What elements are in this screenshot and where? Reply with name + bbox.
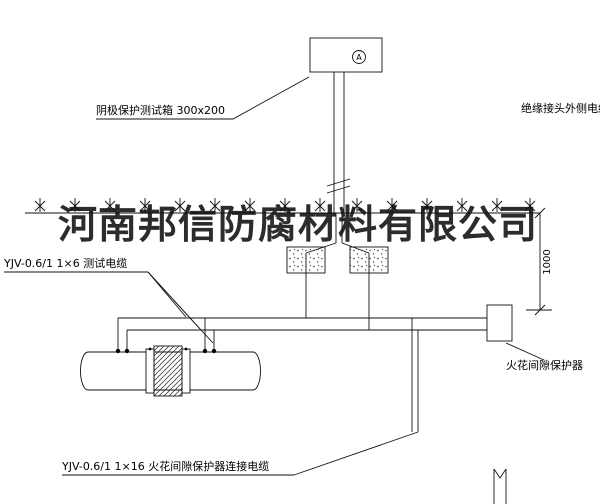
test-box-label: 阴极保护测试箱 300x200 [96,103,225,117]
leader-test-cable [4,271,214,344]
dimension-value: 1000 [542,249,553,274]
outer-cable-label: 绝缘接头外侧电缆 [521,101,600,115]
test-box [309,37,383,73]
spark-gap-protector [486,304,513,342]
connection-cable-label: YJV-0.6/1 1×16 火花间隙保护器连接电缆 [61,459,269,473]
dimension-line [526,207,552,316]
break-mark [326,185,351,194]
test-post [326,72,351,213]
cable-runs [117,317,487,432]
leader-connection-cable [62,431,419,476]
ammeter-letter: A [356,53,362,62]
grass-icons [34,197,536,213]
weld-points [115,348,217,354]
concrete-blocks [286,246,389,274]
spark-gap-label: 火花间隙保护器 [506,358,583,372]
break-mark [326,178,351,187]
ammeter-icon [352,50,366,64]
leader-test-box [96,76,310,120]
anode-symbol [493,468,507,504]
test-cable-label: YJV-0.6/1 1×6 测试电缆 [3,257,127,270]
leader-spark-gap [505,342,545,361]
insulating-joint [145,345,191,397]
